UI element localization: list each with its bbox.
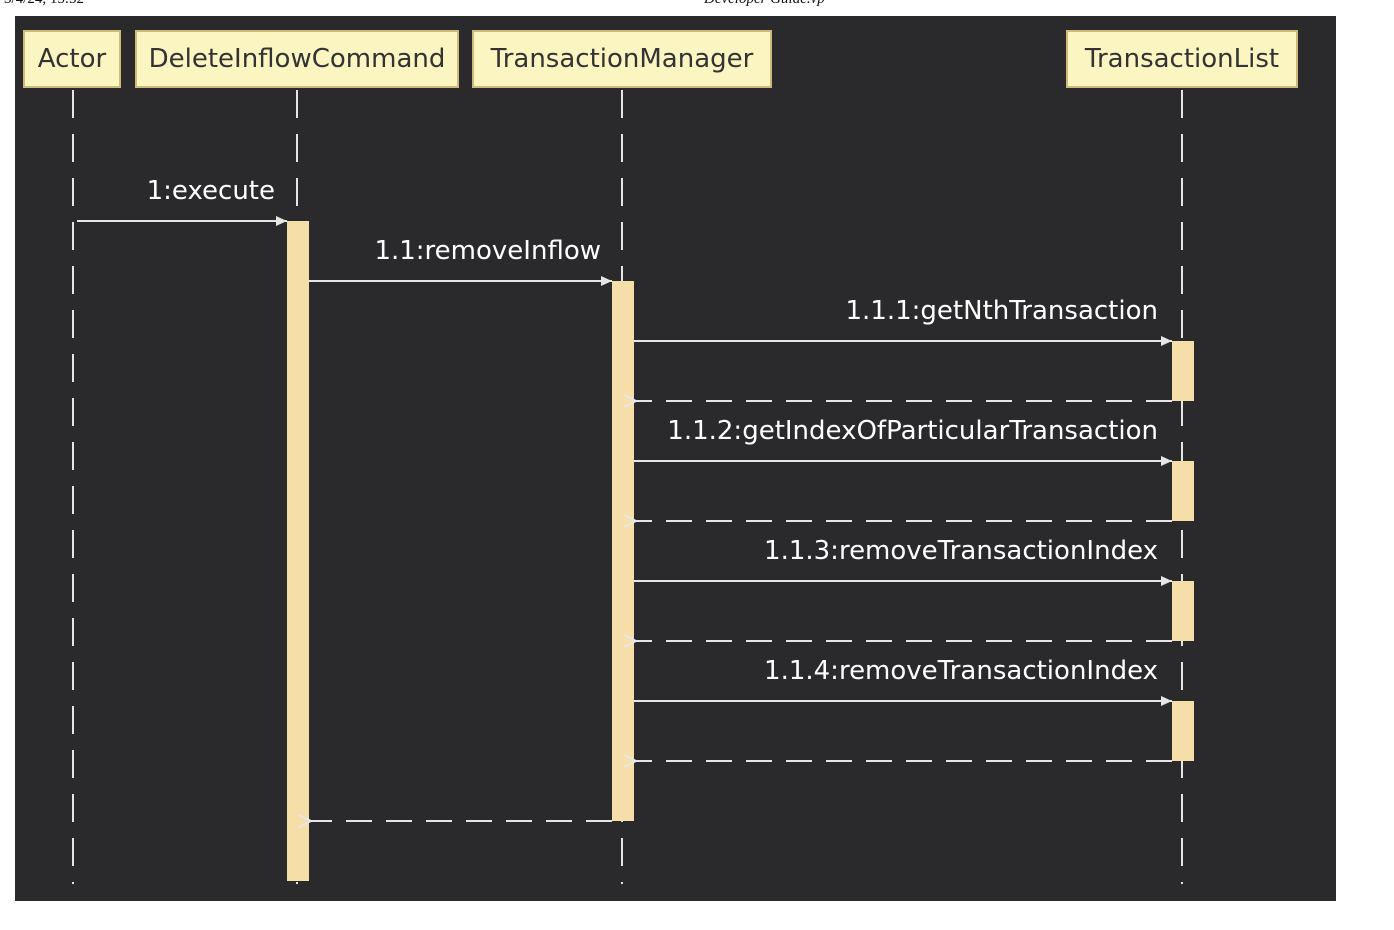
participant-delete-inflow-command: DeleteInflowCommand bbox=[135, 30, 459, 88]
activation-transaction-list-2 bbox=[1172, 461, 1194, 521]
diagram-lines bbox=[72, 90, 1194, 884]
activation-transaction-list-3 bbox=[1172, 581, 1194, 641]
page-header-title: Developer Guide.vp bbox=[704, 0, 825, 8]
activation-transaction-list-4 bbox=[1172, 701, 1194, 761]
message-label-execute: 1:execute bbox=[146, 176, 275, 206]
participant-transaction-manager: TransactionManager bbox=[472, 30, 772, 88]
participant-transaction-list: TransactionList bbox=[1066, 30, 1298, 88]
page-header-date: 3/4/24, 15:52 bbox=[4, 0, 84, 8]
message-label-remove-transaction-index-4: 1.1.4:removeTransactionIndex bbox=[764, 656, 1158, 686]
participant-actor: Actor bbox=[23, 30, 121, 88]
sequence-diagram: Actor DeleteInflowCommand TransactionMan… bbox=[15, 16, 1336, 901]
activation-transaction-list-1 bbox=[1172, 341, 1194, 401]
message-label-get-index: 1.1.2:getIndexOfParticularTransaction bbox=[667, 416, 1158, 446]
activation-transaction-manager bbox=[612, 281, 634, 821]
page-header: 3/4/24, 15:52 Developer Guide.vp bbox=[0, 0, 1394, 7]
message-label-remove-inflow: 1.1:removeInflow bbox=[374, 236, 601, 266]
message-label-get-nth-transaction: 1.1.1:getNthTransaction bbox=[845, 296, 1158, 326]
activation-delete-inflow-command bbox=[287, 221, 309, 881]
message-label-remove-transaction-index-3: 1.1.3:removeTransactionIndex bbox=[764, 536, 1158, 566]
